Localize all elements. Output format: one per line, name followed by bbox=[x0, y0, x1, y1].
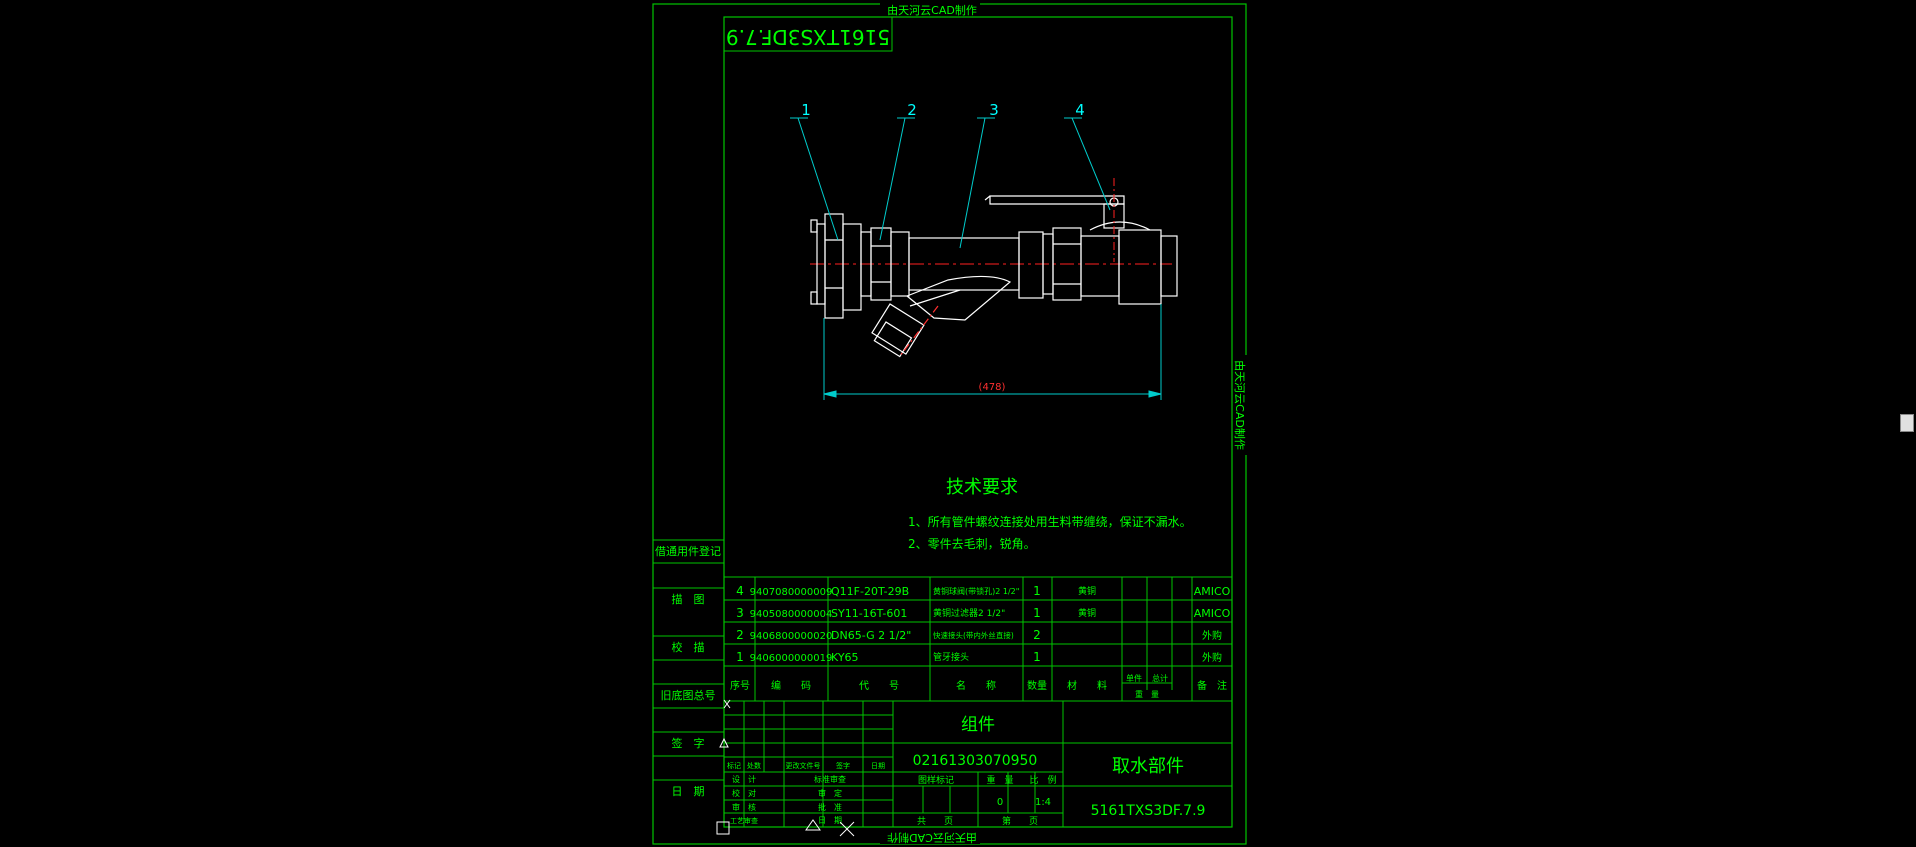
strip-label-4: 旧底图总号 bbox=[661, 688, 716, 702]
role-review: 审 核 bbox=[732, 802, 756, 812]
scrollbar-thumb[interactable] bbox=[1900, 414, 1914, 432]
bom-note: AMICO bbox=[1194, 585, 1231, 598]
role-approve-2: 批 准 bbox=[818, 802, 842, 812]
bom-name: 黄铜过滤器2 1/2" bbox=[933, 607, 1005, 619]
bom-model: DN65-G 2 1/2" bbox=[831, 629, 911, 642]
role-process: 工艺审查 bbox=[730, 816, 758, 825]
title-block-grid bbox=[723, 700, 1233, 828]
rev-header-sign: 签字 bbox=[836, 761, 850, 770]
title-ribbon: 5161TXS3DF.7.9 bbox=[726, 25, 890, 49]
dimension-line bbox=[823, 304, 1162, 400]
bom-note: 外购 bbox=[1202, 651, 1222, 664]
left-strip bbox=[653, 539, 724, 781]
balloon-3: 3 bbox=[989, 101, 999, 119]
bom-row-4[interactable]: 4 9407080000009 Q11F-20T-29B 黄铜球阀(带锁孔)2 … bbox=[736, 584, 1230, 598]
strip-label-2: 描 图 bbox=[672, 592, 705, 606]
bom-header-weight: 重 量 bbox=[1135, 689, 1159, 699]
tb-sheets: 共 页 bbox=[917, 816, 953, 827]
role-approve-1: 审 定 bbox=[818, 788, 842, 798]
square-marker bbox=[716, 821, 730, 835]
strip-label-1: 借通用件登记 bbox=[655, 544, 721, 558]
tb-part-name: 取水部件 bbox=[1112, 756, 1184, 777]
bom-note: AMICO bbox=[1194, 607, 1231, 620]
assembly-drawing[interactable] bbox=[810, 178, 1178, 358]
tb-weight-label: 重 量 bbox=[986, 774, 1013, 786]
bom-seq: 2 bbox=[736, 628, 744, 642]
role-standard: 标准审查 bbox=[814, 774, 846, 784]
bom-header-material: 材 料 bbox=[1067, 679, 1107, 692]
rev-header-count: 处数 bbox=[747, 761, 761, 770]
bom-header-note: 备 注 bbox=[1197, 679, 1227, 692]
bom-code: 9405080000004 bbox=[750, 609, 833, 620]
bom-row-2[interactable]: 2 9406800000020 DN65-G 2 1/2" 快速接头(带内外丝直… bbox=[736, 628, 1222, 642]
triangle-marker-1 bbox=[719, 737, 729, 748]
tb-drawing-no: 5161TXS3DF.7.9 bbox=[1091, 803, 1206, 819]
balloon-2: 2 bbox=[907, 101, 917, 119]
role-check: 校 对 bbox=[732, 788, 756, 798]
title-ribbon-box bbox=[723, 16, 893, 52]
bom-header-unit-weight: 单件 bbox=[1126, 673, 1142, 683]
tb-scale-value: 1:4 bbox=[1035, 797, 1051, 808]
bom-row-3[interactable]: 3 9405080000004 SY11-16T-601 黄铜过滤器2 1/2"… bbox=[736, 606, 1230, 620]
bom-name: 黄铜球阀(带锁孔)2 1/2" bbox=[933, 586, 1019, 596]
bom-header-name: 名 称 bbox=[956, 679, 996, 692]
balloon-leaders bbox=[790, 117, 1111, 249]
bom-name: 快速接头(带内外丝直接) bbox=[933, 630, 1014, 640]
tech-note-2: 2、零件去毛刺，锐角。 bbox=[908, 537, 1036, 551]
bom-header-code: 编 码 bbox=[771, 679, 811, 692]
bom-header: 序号 编 码 代 号 名 称 数量 材 料 单件 总计 重 量 备 注 bbox=[730, 673, 1227, 699]
tb-weight-value: 0 bbox=[997, 797, 1003, 808]
bom-header-total-weight: 总计 bbox=[1152, 673, 1168, 683]
bom-row-1[interactable]: 1 9406000000019 KY65 管牙接头 1 外购 bbox=[736, 650, 1222, 664]
bom-material: 黄铜 bbox=[1078, 585, 1096, 597]
triangle-marker-2 bbox=[805, 819, 821, 831]
bom-code: 9407080000009 bbox=[750, 587, 833, 598]
bom-code: 9406800000020 bbox=[750, 631, 833, 642]
role-design: 设 计 bbox=[732, 774, 756, 784]
bom-seq: 1 bbox=[736, 650, 744, 664]
bom-model: Q11F-20T-29B bbox=[831, 585, 909, 598]
tech-note-1: 1、所有管件螺纹连接处用生料带缠绕，保证不漏水。 bbox=[908, 514, 1192, 529]
dimension-value: (478) bbox=[979, 382, 1006, 393]
role-date: 日 期 bbox=[818, 816, 842, 825]
bom-model: KY65 bbox=[831, 651, 859, 664]
bom-material: 黄铜 bbox=[1078, 607, 1096, 619]
inner-border bbox=[723, 16, 1233, 828]
tb-sheet: 第 页 bbox=[1002, 815, 1038, 827]
tb-scale-label: 比 例 bbox=[1029, 774, 1056, 786]
strip-label-3: 校 描 bbox=[672, 640, 705, 654]
bom-model: SY11-16T-601 bbox=[831, 607, 907, 620]
balloon-1: 1 bbox=[801, 101, 811, 119]
balloon-4: 4 bbox=[1075, 101, 1085, 119]
bom-qty: 1 bbox=[1033, 584, 1041, 598]
bom-seq: 4 bbox=[736, 584, 744, 598]
rev-header-file: 更改文件号 bbox=[786, 761, 821, 770]
bom-header-seq: 序号 bbox=[730, 679, 750, 692]
bom-seq: 3 bbox=[736, 606, 744, 620]
corner-marker bbox=[723, 699, 731, 709]
bom-header-qty: 数量 bbox=[1027, 679, 1047, 692]
tb-code: 02161303070950 bbox=[913, 753, 1038, 769]
bom-note: 外购 bbox=[1202, 629, 1222, 642]
strip-label-6: 日 期 bbox=[672, 785, 705, 798]
bom-qty: 1 bbox=[1033, 606, 1041, 620]
rev-header-date: 日期 bbox=[871, 762, 885, 770]
rev-header-mark: 标记 bbox=[727, 761, 741, 770]
strip-label-5: 签 字 bbox=[672, 736, 705, 750]
bom-qty: 1 bbox=[1033, 650, 1041, 664]
tech-title: 技术要求 bbox=[946, 477, 1018, 498]
bom-name: 管牙接头 bbox=[933, 651, 969, 663]
outer-border bbox=[652, 3, 1247, 845]
tb-category: 组件 bbox=[961, 715, 995, 735]
tb-mark-label: 图样标记 bbox=[918, 774, 954, 786]
watermark-right: 由天河云CAD制作 bbox=[1233, 360, 1247, 450]
bom-header-model: 代 号 bbox=[859, 680, 899, 692]
watermark-top: 由天河云CAD制作 bbox=[887, 3, 977, 17]
bom-code: 9406000000019 bbox=[750, 653, 833, 664]
cross-marker-b bbox=[839, 821, 855, 837]
watermark-bottom: 由天河云CAD制作 bbox=[887, 831, 977, 845]
bom-qty: 2 bbox=[1033, 628, 1041, 642]
